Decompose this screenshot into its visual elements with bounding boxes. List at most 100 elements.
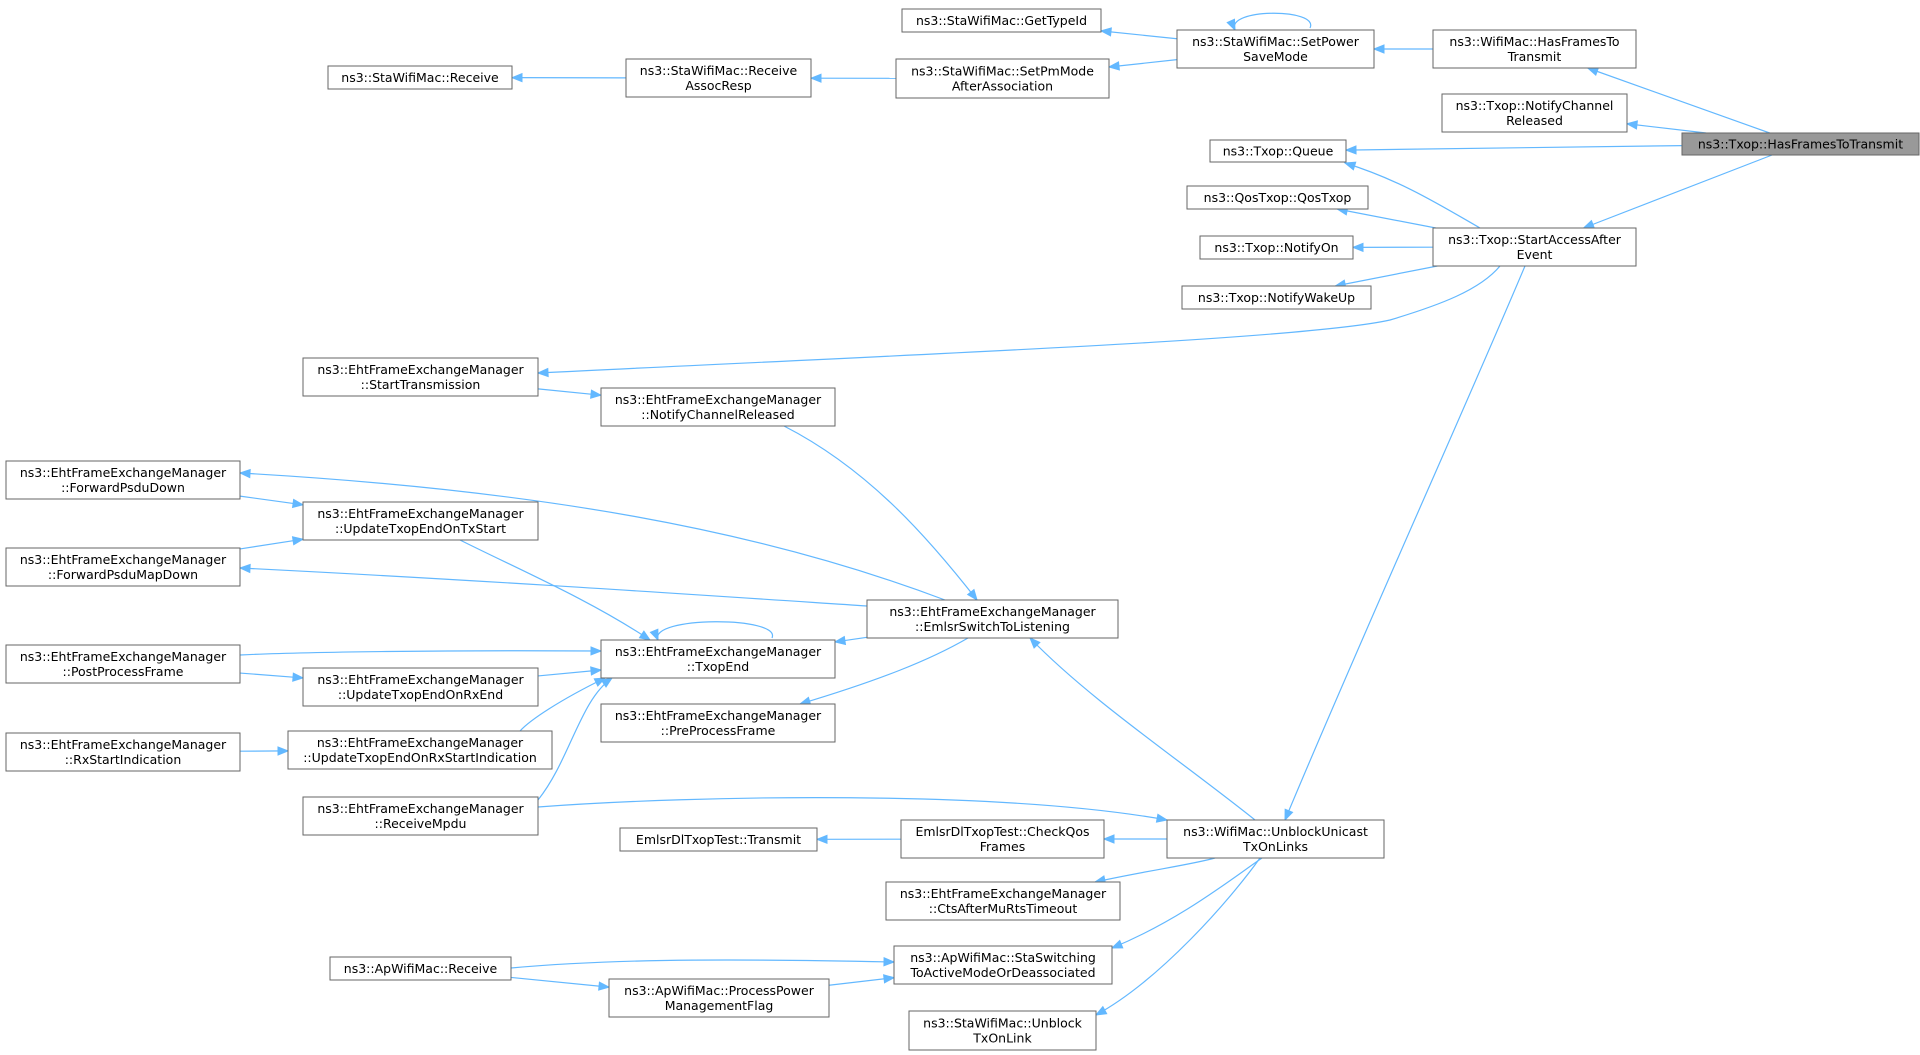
node-ehtTxopEnd[interactable]: ns3::EhtFrameExchangeManager::TxopEnd	[600, 639, 836, 679]
node-ehtNotifyChannelReleased[interactable]: ns3::EhtFrameExchangeManager::NotifyChan…	[600, 387, 836, 427]
edge-notifyOn-to-startAccessAfterEvent	[1351, 242, 1434, 253]
node-box	[908, 1010, 1097, 1051]
edge-emlsrSwitchToListening-to-ehtNotifyChannelReleased	[783, 425, 978, 602]
edge-ehtNotifyChannelReleased-to-ehtStartTransmission	[537, 388, 603, 399]
node-staReceive[interactable]: ns3::StaWifiMac::Receive	[327, 65, 513, 90]
node-box	[5, 547, 241, 587]
node-staGetTypeId[interactable]: ns3::StaWifiMac::GetTypeId	[901, 8, 1102, 33]
edge-staReceiveAssocResp-to-staSetPmMode	[809, 73, 897, 83]
edge-notifyWakeUp-to-startAccessAfterEvent	[1333, 265, 1438, 289]
node-label: Frames	[980, 839, 1025, 854]
node-apReceive[interactable]: ns3::ApWifiMac::Receive	[329, 956, 512, 981]
edge-ehtCtsAfterMuRtsTimeout-to-unblockUnicast	[1093, 857, 1216, 885]
node-box	[1441, 93, 1628, 133]
node-label: ns3::Txop::NotifyWakeUp	[1198, 290, 1355, 305]
node-label: ns3::Txop::StartAccessAfter	[1448, 232, 1622, 247]
node-label: ::ForwardPsduMapDown	[48, 567, 198, 582]
node-box	[900, 819, 1105, 859]
edge-txopQueue-to-startAccessAfterEvent	[1343, 161, 1481, 229]
node-box	[600, 387, 836, 427]
edge-ehtTxopEnd-to-ehtTxopEnd	[649, 621, 773, 642]
node-label: Released	[1506, 113, 1563, 128]
node-staSetPmMode[interactable]: ns3::StaWifiMac::SetPmModeAfterAssociati…	[895, 58, 1110, 99]
node-box	[625, 58, 812, 98]
node-emlsrSwitchToListening[interactable]: ns3::EhtFrameExchangeManager::EmlsrSwitc…	[866, 599, 1119, 639]
node-apStaSwitching[interactable]: ns3::ApWifiMac::StaSwitchingToActiveMode…	[893, 945, 1113, 985]
node-ehtUpdateTxopEndOnRxStartIndication[interactable]: ns3::EhtFrameExchangeManager::UpdateTxop…	[287, 730, 553, 770]
node-ehtStartTransmission[interactable]: ns3::EhtFrameExchangeManager::StartTrans…	[302, 357, 539, 397]
node-ehtUpdateTxopEndOnRxEnd[interactable]: ns3::EhtFrameExchangeManager::UpdateTxop…	[302, 667, 539, 707]
edge-staReceive-to-staReceiveAssocResp	[510, 72, 627, 83]
node-box	[600, 639, 836, 679]
node-label: AfterAssociation	[952, 79, 1053, 94]
node-label: ns3::EhtFrameExchangeManager	[615, 708, 822, 723]
edge-ehtTxopEnd-to-ehtUpdateTxopEndOnRxEnd	[537, 666, 603, 677]
node-ehtReceiveMpdu[interactable]: ns3::EhtFrameExchangeManager::ReceiveMpd…	[302, 796, 539, 836]
edge-staUnblockTxOnLink-to-unblockUnicast	[1094, 857, 1261, 1016]
node-box	[329, 956, 512, 981]
node-ehtCtsAfterMuRtsTimeout[interactable]: ns3::EhtFrameExchangeManager::CtsAfterMu…	[885, 881, 1121, 921]
node-ehtRxStartIndication[interactable]: ns3::EhtFrameExchangeManager::RxStartInd…	[5, 732, 241, 772]
node-label: ns3::EhtFrameExchangeManager	[900, 886, 1107, 901]
edge-ehtTxopEnd-to-ehtReceiveMpdu	[537, 677, 614, 801]
node-label: ns3::ApWifiMac::ProcessPower	[624, 983, 815, 998]
node-notifyOn[interactable]: ns3::Txop::NotifyOn	[1199, 235, 1354, 260]
node-label: AssocResp	[685, 78, 751, 93]
edge-ehtUpdateTxopEndOnRxStartIndication-to-ehtRxStartIndication	[239, 746, 290, 756]
edge-txopQueue-to-hasFramesToTransmit	[1344, 144, 1683, 155]
node-box	[1176, 29, 1375, 69]
node-label: ns3::ApWifiMac::StaSwitching	[910, 950, 1096, 965]
node-label: ns3::EhtFrameExchangeManager	[317, 801, 524, 816]
edge-emlsrCheckQosFrames-to-unblockUnicast	[1102, 834, 1167, 844]
node-box	[1432, 29, 1637, 69]
node-label: ::UpdateTxopEndOnTxStart	[335, 521, 506, 536]
node-box	[302, 796, 539, 836]
edge-notifyChannelReleased-to-hasFramesToTransmit	[1625, 120, 1707, 134]
node-label: ::UpdateTxopEndOnRxEnd	[338, 687, 503, 702]
node-label: ::RxStartIndication	[65, 752, 182, 767]
node-box	[5, 644, 241, 684]
node-emlsrTransmit[interactable]: EmlsrDlTxopTest::Transmit	[619, 827, 818, 852]
node-box	[608, 978, 830, 1018]
node-notifyWakeUp[interactable]: ns3::Txop::NotifyWakeUp	[1181, 285, 1372, 310]
node-notifyChannelReleased[interactable]: ns3::Txop::NotifyChannelReleased	[1441, 93, 1628, 133]
edges-layer	[238, 12, 1773, 1016]
node-txopQueue[interactable]: ns3::Txop::Queue	[1209, 139, 1347, 163]
node-wifiMacHasFrames[interactable]: ns3::WifiMac::HasFramesToTransmit	[1432, 29, 1637, 69]
node-label: ManagementFlag	[665, 998, 774, 1013]
node-ehtPostProcessFrame[interactable]: ns3::EhtFrameExchangeManager::PostProces…	[5, 644, 241, 684]
node-label: ns3::EhtFrameExchangeManager	[615, 392, 822, 407]
node-label: TxOnLinks	[1242, 839, 1308, 854]
node-label: ::ForwardPsduDown	[61, 480, 185, 495]
edge-staSetPmMode-to-staSetPowerSaveMode	[1107, 59, 1178, 71]
edge-ehtTxopEnd-to-emlsrSwitchToListening	[833, 635, 868, 646]
edge-qosTxop-to-startAccessAfterEvent	[1335, 206, 1436, 229]
edge-apStaSwitching-to-apProcessPowerMgmt	[828, 974, 896, 986]
node-apProcessPowerMgmt[interactable]: ns3::ApWifiMac::ProcessPowerManagementFl…	[608, 978, 830, 1018]
node-hasFramesToTransmit[interactable]: ns3::Txop::HasFramesToTransmit	[1681, 132, 1920, 156]
node-label: ns3::EhtFrameExchangeManager	[20, 552, 227, 567]
node-ehtPreProcessFrame[interactable]: ns3::EhtFrameExchangeManager::PreProcess…	[600, 703, 836, 743]
edge-apProcessPowerMgmt-to-apReceive	[510, 976, 611, 991]
node-ehtUpdateTxopEndOnTxStart[interactable]: ns3::EhtFrameExchangeManager::UpdateTxop…	[302, 501, 539, 541]
edge-unblockUnicast-to-ehtReceiveMpdu	[537, 797, 1169, 823]
edge-emlsrSwitchToListening-to-unblockUnicast	[1029, 637, 1256, 821]
node-label: ::NotifyChannelReleased	[641, 407, 794, 422]
edge-emlsrTransmit-to-emlsrCheckQosFrames	[815, 834, 902, 845]
node-box	[885, 881, 1121, 921]
node-ehtForwardPsduDown[interactable]: ns3::EhtFrameExchangeManager::ForwardPsd…	[5, 460, 241, 500]
edge-apStaSwitching-to-unblockUnicast	[1110, 857, 1263, 949]
node-label: ns3::StaWifiMac::Receive	[341, 70, 499, 85]
node-ehtForwardPsduMapDown[interactable]: ns3::EhtFrameExchangeManager::ForwardPsd…	[5, 547, 241, 587]
node-qosTxop[interactable]: ns3::QosTxop::QosTxop	[1186, 185, 1369, 210]
node-label: ns3::EhtFrameExchangeManager	[317, 735, 524, 750]
edge-ehtTxopEnd-to-ehtPostProcessFrame	[239, 646, 603, 656]
node-box	[302, 667, 539, 707]
